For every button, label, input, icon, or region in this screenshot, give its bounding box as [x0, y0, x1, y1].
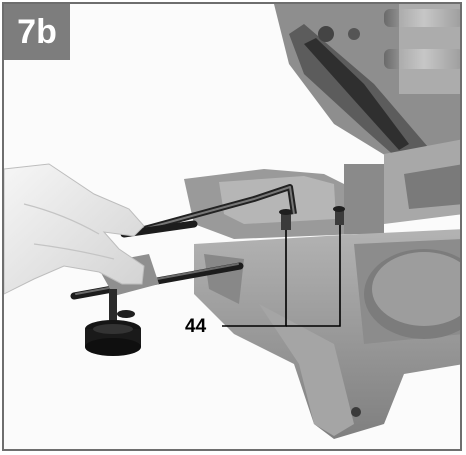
figure-frame: 7b 44 [2, 2, 462, 451]
saw-upper-housing [274, 4, 460, 193]
callout-label-44: 44 [185, 316, 207, 337]
hex-key [143, 184, 297, 232]
callout-lines [222, 225, 341, 327]
hand [4, 163, 145, 295]
adjustment-screws [279, 206, 345, 230]
step-badge: 7b [4, 4, 70, 60]
miter-saw-illustration [4, 4, 460, 439]
saw-base [194, 229, 460, 439]
saw-fence [184, 139, 460, 239]
